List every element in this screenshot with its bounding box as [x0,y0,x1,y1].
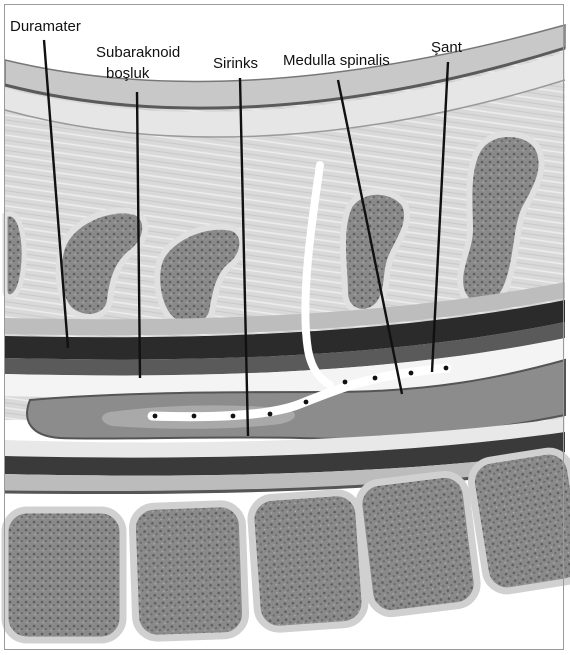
vertebral-body-3 [250,491,367,630]
vertebral-body-4 [356,472,479,616]
vertebral-body-2 [132,503,247,639]
label-subaraknoid-line2: boşluk [106,65,149,82]
label-sirinks: Sirinks [213,55,258,72]
label-subaraknoid-line1: Subaraknoid [96,44,180,61]
spinous-process-1 [5,214,24,297]
label-medulla-spinalis: Medulla spinalis [283,52,390,69]
label-sant: Şant [431,39,462,56]
vertebral-body-5 [468,448,570,594]
label-duramater: Duramater [10,18,81,35]
vertebral-body-1 [5,510,123,640]
